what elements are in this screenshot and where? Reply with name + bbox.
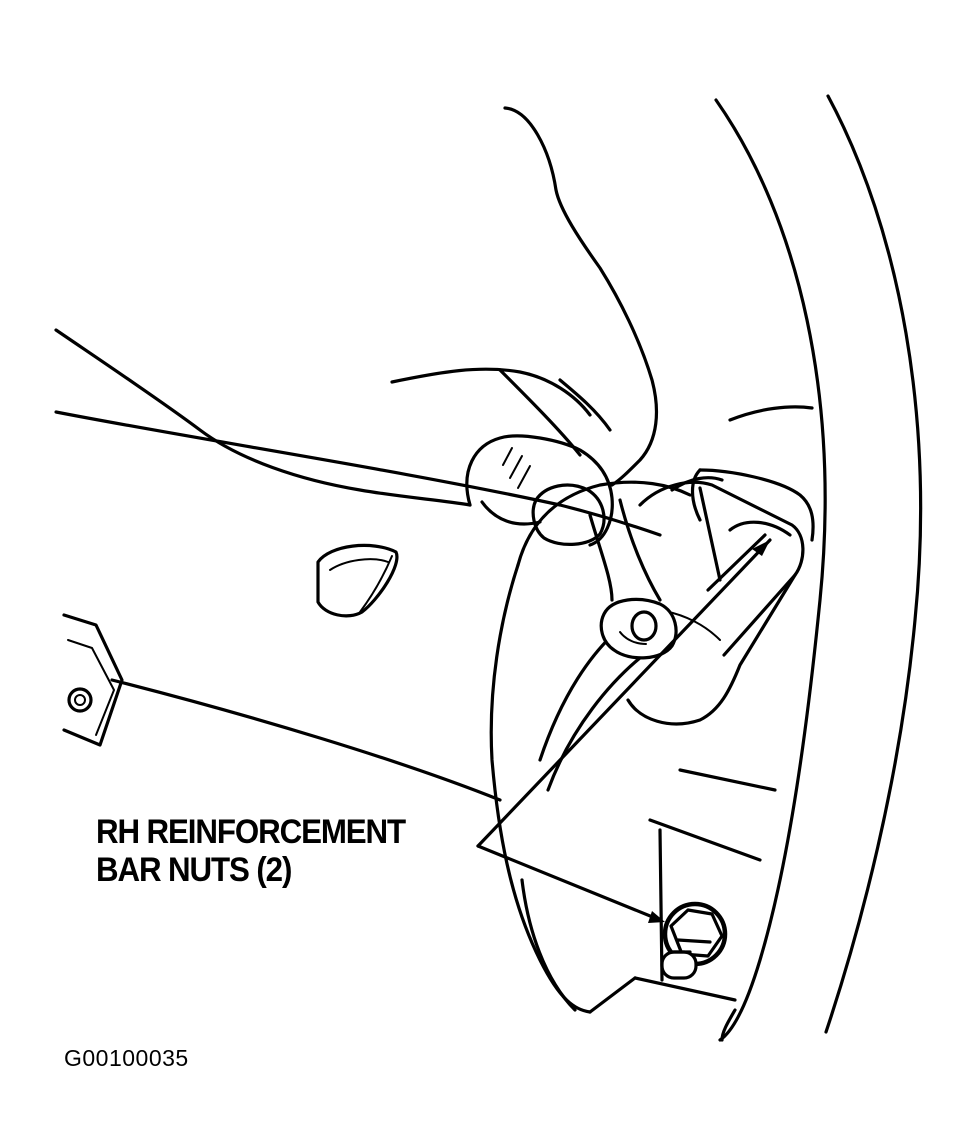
reinforcement-bar bbox=[54, 410, 662, 802]
callout-leader-lines bbox=[476, 538, 772, 923]
callout-label-line-1: RH REINFORCEMENT bbox=[96, 813, 406, 851]
callout-label-line-2: BAR NUTS (2) bbox=[96, 851, 292, 889]
wrench bbox=[588, 486, 722, 660]
fender-outline bbox=[714, 94, 923, 1042]
hand bbox=[54, 106, 659, 547]
figure-id: G00100035 bbox=[64, 1045, 189, 1071]
callout-label: RH REINFORCEMENT BAR NUTS (2) bbox=[96, 813, 406, 889]
reinforcement-bar-nut bbox=[660, 901, 728, 980]
